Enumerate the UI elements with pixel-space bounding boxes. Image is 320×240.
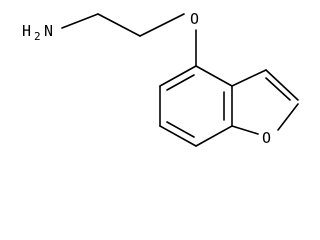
- bond-c3a-c4: [195, 65, 233, 87]
- bond-c4-c5: [159, 65, 197, 87]
- double-bond-c6-c7: [166, 121, 195, 138]
- amine-subscript-label: 2: [34, 30, 41, 43]
- amine-label: H 2 N: [22, 22, 53, 43]
- double-bond-c4-c5: [166, 74, 195, 91]
- bond-o1-c7a: [231, 125, 259, 135]
- double-bond-c3-c2: [265, 77, 291, 101]
- bond-ch2-o: [139, 13, 185, 37]
- ring-oxygen-label: O: [262, 129, 271, 147]
- bond-c6-c7: [159, 125, 197, 147]
- bond-c2-o1: [277, 103, 299, 131]
- bond-ch2-ch2: [97, 13, 141, 37]
- ether-oxygen-label: O: [190, 10, 199, 28]
- bond-c3-c2: [265, 69, 299, 101]
- benzene-ring: [159, 65, 233, 147]
- amine-n-label: N: [44, 22, 53, 40]
- bond-n-ch2: [61, 13, 99, 29]
- bond-c7-c7a: [195, 125, 233, 147]
- amine-h-label: H: [22, 22, 31, 40]
- aminoethoxy-chain: [61, 13, 197, 67]
- furan-ring: [231, 69, 299, 135]
- molecule-structure-diagram: H 2 N O O: [22, 10, 299, 147]
- bond-c3a-c3: [231, 69, 267, 87]
